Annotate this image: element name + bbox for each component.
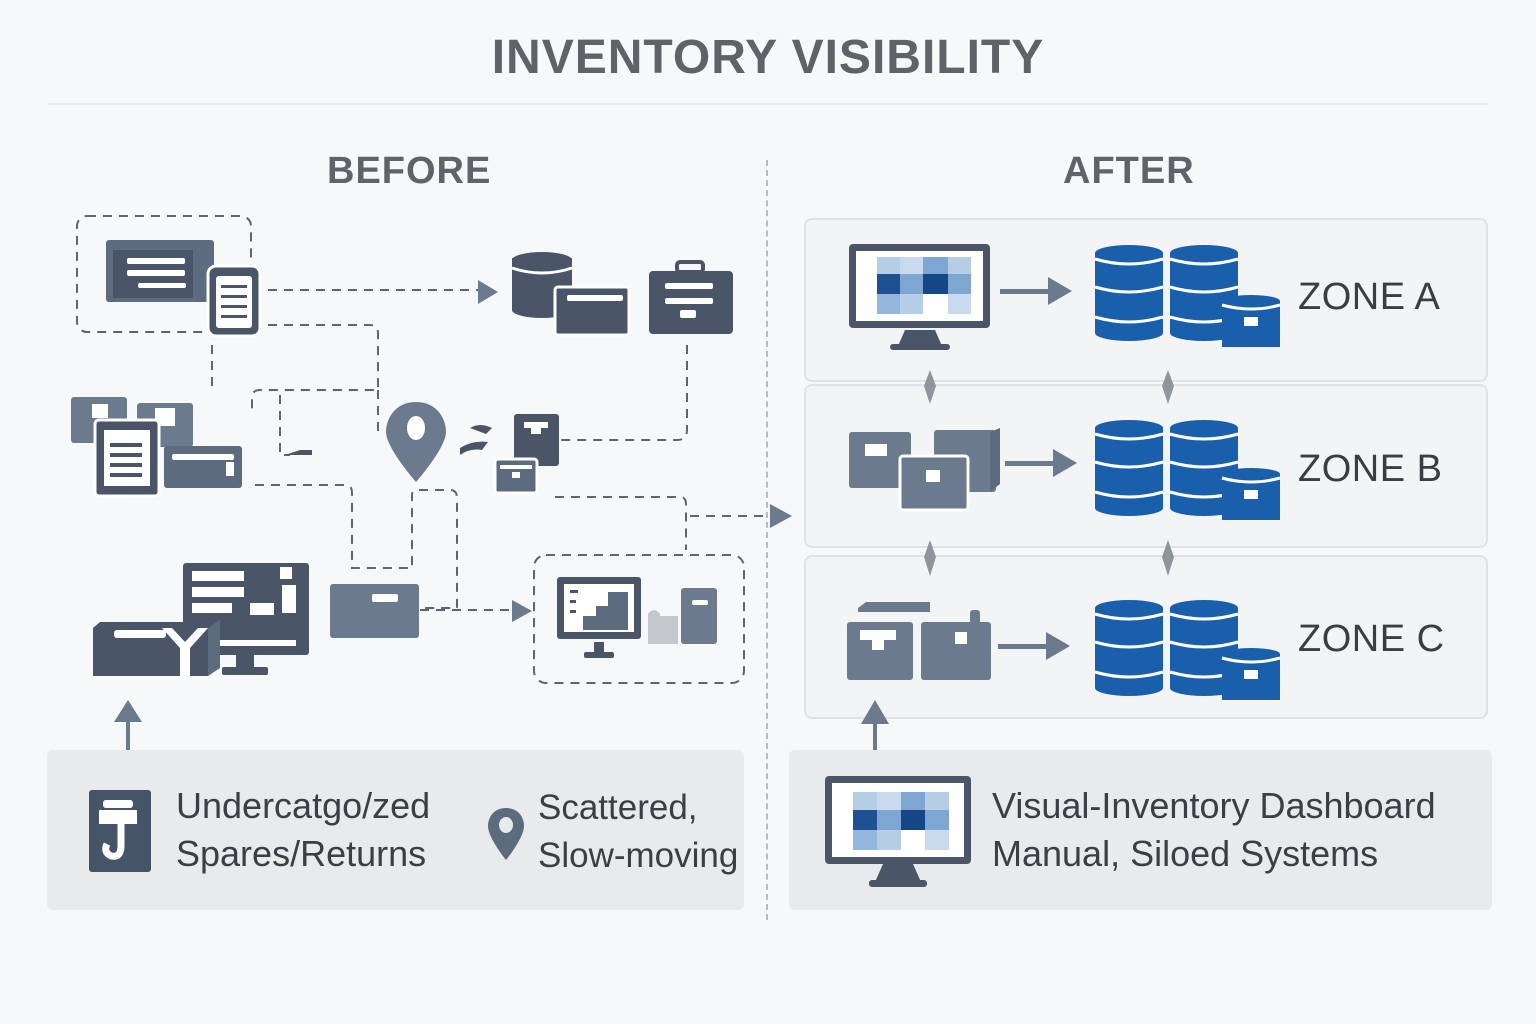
- after-diagram: [847, 243, 1282, 754]
- arrowhead-icon: [770, 504, 792, 528]
- flow-arrow-icon: [1005, 449, 1077, 477]
- boxes-icon: [849, 428, 1000, 512]
- before-label: BEFORE: [327, 150, 492, 192]
- dashed-frame-docs: [76, 215, 252, 333]
- dashed-frame-monitor: [533, 554, 745, 684]
- package-icon: [93, 620, 220, 676]
- connector-dashed: [255, 484, 458, 609]
- clipboard-hook-icon: [89, 790, 151, 872]
- crates-icon: [847, 602, 991, 680]
- location-pin-icon: [488, 808, 524, 860]
- after-caption-text: Visual-Inventory Dashboard Manual, Siloe…: [992, 782, 1436, 878]
- document-window-icon: [106, 240, 214, 302]
- connector-dashed: [560, 345, 688, 441]
- storage-bin-icon: [1220, 646, 1282, 702]
- arrowhead-icon: [478, 280, 498, 304]
- storage-barrel-icon: [1093, 418, 1165, 518]
- page-title: INVENTORY VISIBILITY: [491, 31, 1045, 84]
- zone-b-label: ZONE B: [1298, 448, 1443, 490]
- arrowhead-icon: [512, 600, 532, 622]
- after-label: AFTER: [1063, 150, 1195, 192]
- location-pin-icon: [386, 402, 446, 482]
- storage-bin-icon: [1220, 466, 1282, 522]
- up-arrow-icon: [861, 700, 889, 754]
- after-caption-line2: Manual, Siloed Systems: [992, 833, 1379, 874]
- zone-a-label: ZONE A: [1298, 276, 1441, 318]
- storage-barrel-icon: [1093, 243, 1165, 343]
- before-caption-line1: Undercatgo/zed: [176, 785, 431, 826]
- zone-link-icon: [924, 370, 1174, 576]
- moving-boxes-icon: [460, 414, 559, 495]
- storage-bin-icon: [1220, 293, 1282, 349]
- monitor-chart-icon: [557, 577, 641, 658]
- folder-icon: [553, 285, 631, 337]
- dashboard-monitor-icon: [825, 776, 971, 887]
- zone-c-label: ZONE C: [1298, 618, 1445, 660]
- before-caption-line2: Spares/Returns: [176, 833, 427, 874]
- before-caption-item2: Scattered, Slow-moving: [538, 784, 738, 880]
- briefcase-icon: [649, 260, 733, 334]
- small-arrow-icon: [285, 450, 312, 455]
- dashboard-monitor-icon: [849, 244, 990, 350]
- connector-dashed: [555, 496, 687, 550]
- storage-cabinet-icon: [648, 588, 717, 644]
- connector-dashed: [377, 390, 385, 431]
- card-icon: [164, 446, 242, 488]
- clipboard-icon: [206, 264, 262, 338]
- before-caption-line4: Slow-moving: [538, 836, 739, 875]
- stacked-documents-icon: [71, 397, 193, 498]
- after-caption-panel: Visual-Inventory Dashboard Manual, Siloe…: [789, 750, 1492, 910]
- up-arrow-icon: [114, 700, 142, 752]
- section-divider: [766, 160, 768, 920]
- title-divider: [48, 103, 1488, 105]
- storage-barrel-icon: [1093, 598, 1165, 698]
- before-caption-panel: Undercatgo/zed Spares/Returns Scattered,…: [47, 750, 744, 910]
- flow-arrow-icon: [998, 632, 1070, 660]
- before-diagram: [71, 215, 792, 752]
- envelope-card-icon: [330, 584, 419, 638]
- flow-arrow-icon: [1000, 277, 1072, 305]
- before-caption-item1: Undercatgo/zed Spares/Returns: [176, 782, 430, 878]
- after-caption-line1: Visual-Inventory Dashboard: [992, 785, 1436, 826]
- before-caption-line3: Scattered,: [538, 788, 698, 827]
